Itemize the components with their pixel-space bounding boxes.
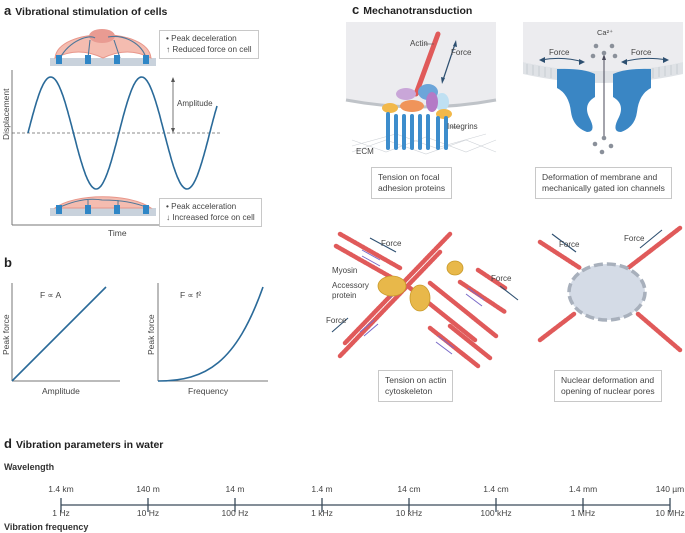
ion-channel-left <box>557 68 595 132</box>
note-peak-acceleration: • Peak acceleration ↓ Increased force on… <box>159 198 262 227</box>
wavelength-tick-label: 1.4 m <box>311 484 333 494</box>
frequency-tick-label: 1 MHz <box>570 508 596 518</box>
frequency-heading: Vibration frequency <box>4 522 89 532</box>
scale-timeline <box>60 498 671 512</box>
quadratic-curve <box>157 286 264 382</box>
focal-adhesion-illustration <box>345 22 497 155</box>
frequency-force-plot <box>157 283 268 382</box>
ion-channel-right <box>613 68 651 132</box>
formula-quadratic: F ∝ f² <box>180 290 202 300</box>
ion-channel-illustration <box>523 22 683 155</box>
displacement-axis-label: Displacement <box>1 88 11 141</box>
linear-curve <box>11 286 107 382</box>
wavelength-heading: Wavelength <box>4 462 55 472</box>
peak-force-axis-label-right: Peak force <box>146 314 156 355</box>
wavelength-tick-label: 1.4 cm <box>483 484 509 494</box>
frequency-tick-label: 100 kHz <box>480 508 512 518</box>
wavelength-tick-label: 140 m <box>136 484 160 494</box>
nuclear-force-right-label: Force <box>624 234 645 243</box>
frequency-tick-label: 1 kHz <box>311 508 333 518</box>
nuclear-force-left-label: Force <box>559 240 580 249</box>
amplitude-force-plot <box>11 283 120 382</box>
frequency-axis-label: Frequency <box>188 386 229 396</box>
actin-cytoskeleton-illustration <box>331 231 519 369</box>
wavelength-tick-label: 14 cm <box>397 484 421 494</box>
focal-force-label: Force <box>451 48 472 57</box>
wavelength-tick-label: 140 µm <box>655 484 685 494</box>
time-axis-label: Time <box>108 228 127 238</box>
accessory-protein-2 <box>409 284 431 312</box>
cyto-force-label-1: Force <box>381 239 402 248</box>
ion-force-left-label: Force <box>549 48 570 57</box>
ecm-label: ECM <box>356 147 374 156</box>
accessory-protein-3 <box>446 260 464 276</box>
frequency-tick-label: 1 Hz <box>52 508 70 518</box>
integrins-label: Integrins <box>447 122 478 131</box>
wavelength-tick-label: 1.4 mm <box>568 484 598 494</box>
caption-nuclear-deformation: Nuclear deformation and opening of nucle… <box>554 370 662 402</box>
caption-focal-adhesion: Tension on focal adhesion proteins <box>371 167 453 199</box>
caption-actin-cytoskeleton: Tension on actin cytoskeleton <box>378 370 454 402</box>
nucleus <box>567 262 647 322</box>
sine-wave <box>27 76 218 190</box>
frequency-tick-label: 100 Hz <box>221 508 249 518</box>
formula-linear: F ∝ A <box>40 290 62 300</box>
myosin-label: Myosin <box>332 266 358 275</box>
frequency-tick-label: 10 Hz <box>136 508 160 518</box>
frequency-tick-label: 10 MHz <box>655 508 685 518</box>
cyto-force-label-2: Force <box>491 274 512 283</box>
panel-b-title: b <box>4 255 12 270</box>
wavelength-tick-label: 14 m <box>225 484 245 494</box>
ion-force-right-label: Force <box>631 48 652 57</box>
note-peak-deceleration: • Peak deceleration ↑ Reduced force on c… <box>159 30 259 59</box>
accessory-protein-label: Accessory protein <box>332 281 369 300</box>
cyto-force-label-3: Force <box>326 316 347 325</box>
cell-compressed-illustration <box>50 196 156 216</box>
calcium-ion-label: Ca²⁺ <box>597 28 614 37</box>
wavelength-tick-label: 1.4 km <box>48 484 74 494</box>
accessory-protein-1 <box>377 275 407 297</box>
amplitude-axis-label: Amplitude <box>42 386 80 396</box>
frequency-tick-label: 10 kHz <box>395 508 423 518</box>
nuclear-deformation-illustration <box>537 225 683 353</box>
cell-stretched-illustration <box>50 29 156 66</box>
panel-a-letter: a <box>4 3 12 18</box>
actin-label: Actin <box>410 39 428 48</box>
caption-ion-channels: Deformation of membrane and mechanically… <box>535 167 672 199</box>
actin-filament <box>413 31 441 97</box>
peak-force-axis-label-left: Peak force <box>1 314 11 355</box>
amplitude-label: Amplitude <box>177 99 213 108</box>
